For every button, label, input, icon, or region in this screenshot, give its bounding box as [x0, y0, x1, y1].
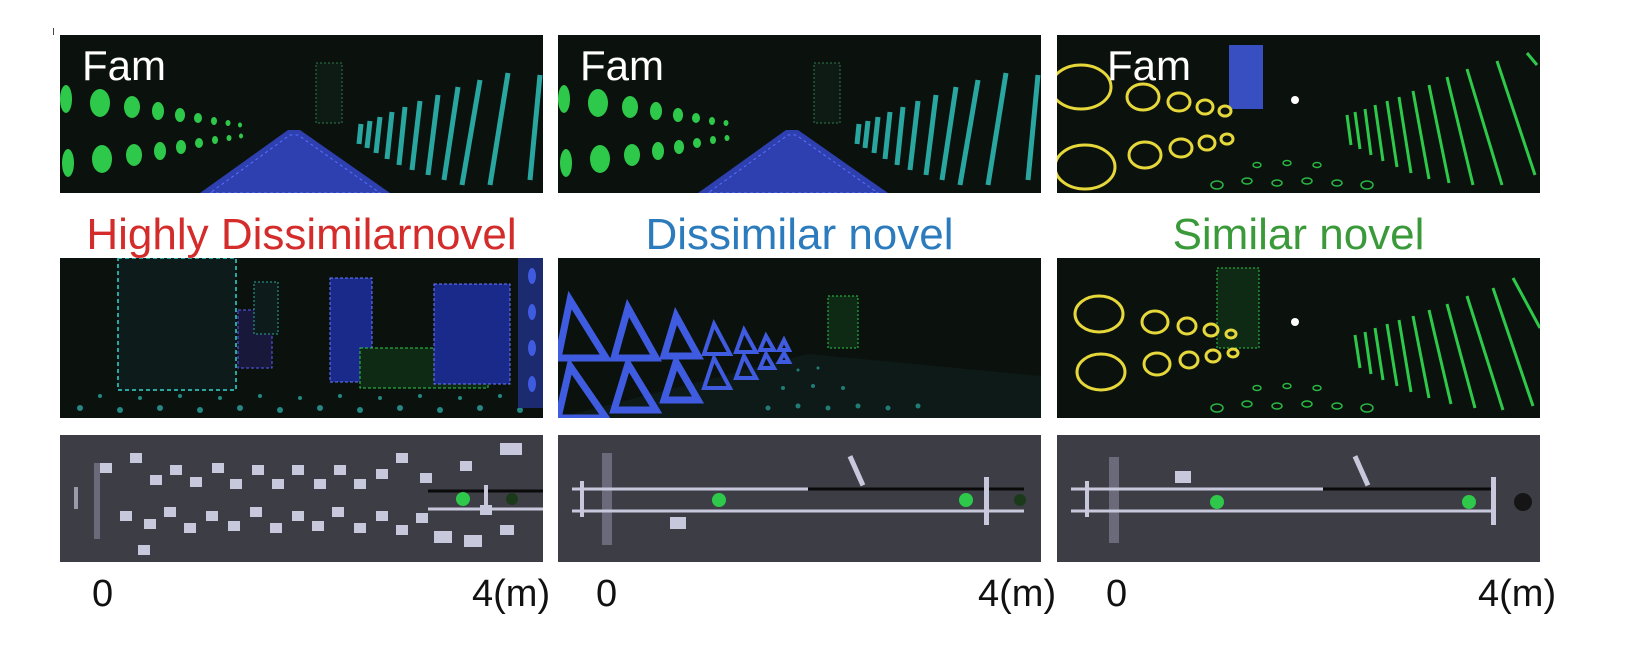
topdown-scattered-blocks [60, 435, 543, 562]
fam-corridor-scene-2 [558, 35, 1041, 193]
fam-view-col3: Fam [1057, 35, 1540, 193]
axis-start-col3: 0 [1106, 573, 1128, 615]
novel-view-col2 [558, 258, 1041, 418]
fam-corridor-scene-1 [60, 35, 543, 193]
fam-label: Fam [82, 42, 166, 89]
topdown-corridor-similar [1057, 435, 1540, 562]
fam-view-col2: Fam [558, 35, 1041, 193]
axis-end-col1: 4(m) [472, 573, 551, 615]
axis-end-col2: 4(m) [978, 573, 1057, 615]
condition-label-highly-dissimilar: Highly Dissimilarnovel [86, 210, 517, 259]
condition-label-dissimilar: Dissimilar novel [645, 210, 954, 259]
axis-end-col3: 4(m) [1478, 573, 1557, 615]
topdown-map-col2 [558, 435, 1041, 562]
topdown-corridor-dissimilar [558, 435, 1041, 562]
corner-tick [53, 28, 54, 35]
topdown-map-col1 [60, 435, 543, 562]
fam-ring-corridor-scene [1057, 35, 1540, 193]
dissimilar-triangle-scene [558, 258, 1041, 418]
novel-view-col3 [1057, 258, 1540, 418]
condition-label-similar: Similar novel [1172, 210, 1425, 259]
axis-start-col2: 0 [596, 573, 618, 615]
novel-view-col1 [60, 258, 543, 418]
similar-ring-corridor-scene [1057, 258, 1540, 418]
fam-label: Fam [580, 42, 664, 89]
fam-label: Fam [1107, 42, 1191, 89]
fam-view-col1: Fam [60, 35, 543, 193]
topdown-map-col3 [1057, 435, 1540, 562]
highly-dissimilar-city-scene [60, 258, 543, 418]
axis-start-col1: 0 [92, 573, 114, 615]
